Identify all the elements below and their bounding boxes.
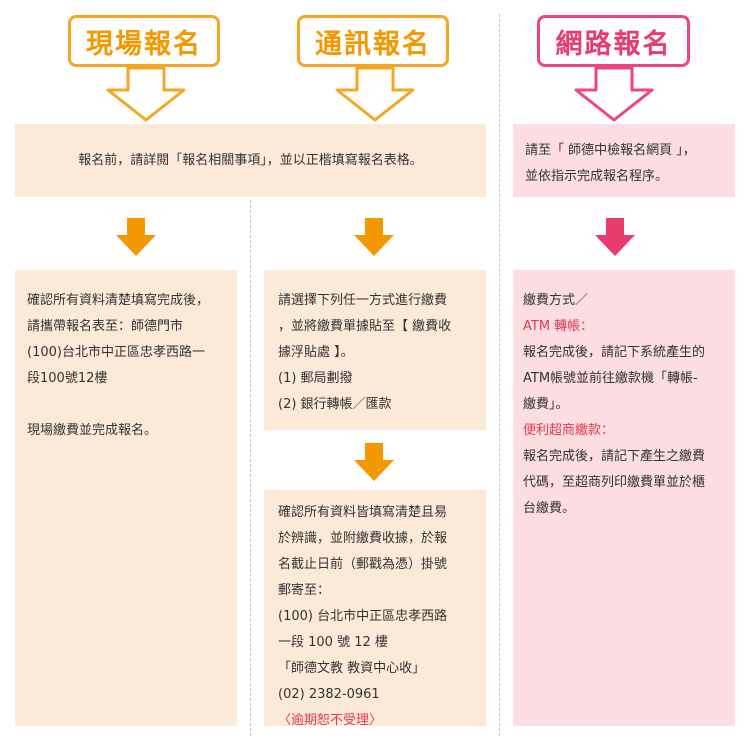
mail-send-line-2: 於辨識，並附繳費收據，於報 <box>278 531 448 546</box>
online-store-line-3: 台繳費。 <box>523 501 576 516</box>
onsite-final-line: 現場繳費並完成報名。 <box>27 423 158 438</box>
onsite-step-box: 確認所有資料清楚填寫完成後， 請攜帶報名表至：師德門市 (100)台北市中正區忠… <box>15 270 237 726</box>
notice-box-shared: 報名前，請詳閱「報名相關事項」，並以正楷填寫報名表格。 <box>15 124 486 197</box>
notice-online-line-2: 並依指示完成報名程序。 <box>525 169 669 184</box>
mail-payment-line-1: 請選擇下列任一方式進行繳費 <box>278 293 448 308</box>
mail-send-line-5: (100) 台北市中正區忠孝西路 <box>278 609 448 624</box>
onsite-line-3: (100)台北市中正區忠孝西路一 <box>27 345 205 360</box>
online-store-line-1: 報名完成後，請記下產生之繳費 <box>523 449 706 464</box>
mail-payment-line-3: 據浮貼處 】。 <box>278 345 354 360</box>
mail-payment-line-2: ，並將繳費單據貼至【 繳費收 <box>278 319 452 334</box>
header-online-registration: 網路報名 <box>537 15 690 67</box>
header-mail-arrow-icon <box>335 66 415 122</box>
mail-send-line-8: (02) 2382-0961 <box>278 687 380 702</box>
onsite-line-2: 請攜帶報名表至：師德門市 <box>27 319 184 334</box>
onsite-line-4: 段100號12樓 <box>27 371 108 386</box>
online-store-label: 便利超商繳款： <box>523 423 615 438</box>
header-mail-label: 通訊報名 <box>315 28 431 60</box>
mail-send-line-4: 郵寄至： <box>278 583 331 598</box>
online-atm-line-3: 繳費」。 <box>523 397 569 412</box>
notice-online-line-1: 請至「 師德中檢報名網頁 」， <box>525 143 696 158</box>
mail-send-line-3: 名截止日前（郵戳為憑）掛號 <box>278 557 448 572</box>
online-store-line-2: 代碼，至超商列印繳費單並於櫃 <box>523 475 706 490</box>
header-onsite-registration: 現場報名 <box>68 15 220 67</box>
online-atm-label: ATM 轉帳： <box>523 319 594 334</box>
mail-send-line-6: 一段 100 號 12 樓 <box>278 635 388 650</box>
header-onsite-arrow-icon <box>106 66 186 122</box>
notice-box-online: 請至「 師德中檢報名網頁 」， 並依指示完成報名程序。 <box>513 124 735 197</box>
online-payment-title: 繳費方式／ <box>523 293 589 308</box>
column-divider-right <box>499 14 500 736</box>
header-online-label: 網路報名 <box>555 28 672 60</box>
header-mail-registration: 通訊報名 <box>297 15 449 67</box>
mail-send-line-1: 確認所有資料皆填寫清楚且易 <box>278 505 448 520</box>
online-atm-line-1: 報名完成後，請記下系統產生的 <box>523 345 706 360</box>
step-arrow-onsite-icon <box>116 218 156 256</box>
mail-send-line-7: 「師德文教 教資中心收」 <box>278 661 426 676</box>
mail-send-box: 確認所有資料皆填寫清楚且易 於辨識，並附繳費收據，於報 名截止日前（郵戳為憑）掛… <box>264 490 486 728</box>
step-arrow-online-icon <box>595 218 635 256</box>
onsite-line-1: 確認所有資料清楚填寫完成後， <box>27 293 210 308</box>
header-onsite-label: 現場報名 <box>86 28 202 60</box>
notice-text: 報名前，請詳閱「報名相關事項」，並以正楷填寫報名表格。 <box>78 152 423 168</box>
online-payment-box: 繳費方式／ ATM 轉帳： 報名完成後，請記下系統產生的 ATM帳號並前往繳款機… <box>513 270 735 726</box>
mail-send-warning: 〈逾期恕不受理〉 <box>278 713 383 728</box>
column-divider-middle <box>250 200 251 736</box>
mail-payment-line-5: (2) 銀行轉帳／匯款 <box>278 397 392 412</box>
mail-payment-box: 請選擇下列任一方式進行繳費 ，並將繳費單據貼至【 繳費收 據浮貼處 】。 (1)… <box>264 270 486 430</box>
step-arrow-mail-icon <box>354 218 394 256</box>
mail-payment-line-4: (1) 郵局劃撥 <box>278 371 353 386</box>
header-online-arrow-icon <box>574 66 654 122</box>
step-arrow-mail-2-icon <box>354 443 394 481</box>
online-atm-line-2: ATM帳號並前往繳款機「轉帳- <box>523 371 698 386</box>
